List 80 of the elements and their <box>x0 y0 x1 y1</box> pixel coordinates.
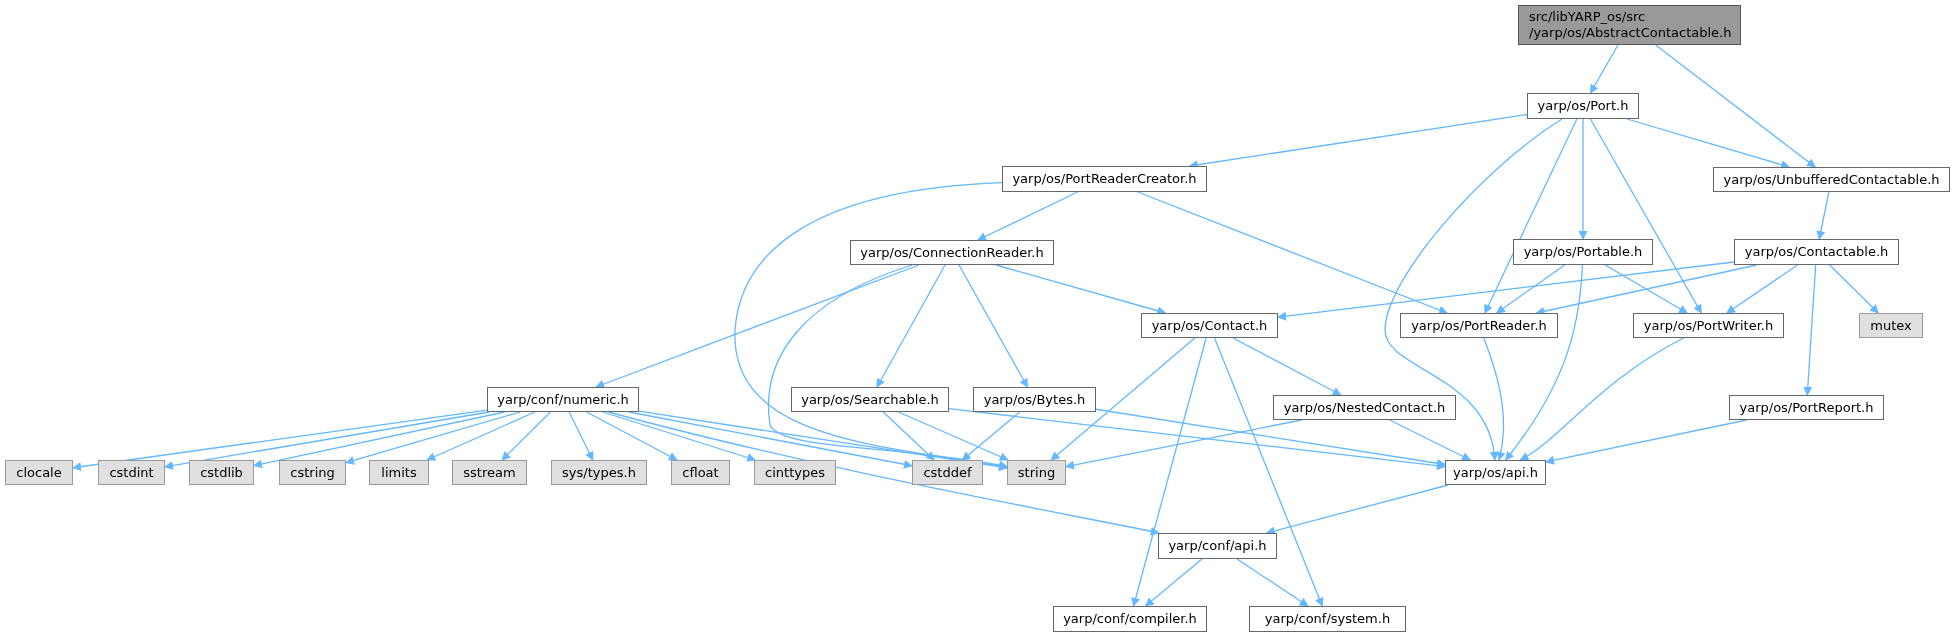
arrow <box>426 411 536 461</box>
arrow <box>1578 118 1588 240</box>
arrow <box>1232 337 1342 396</box>
arrow <box>767 264 1008 470</box>
arrow <box>1803 264 1817 396</box>
arrow <box>602 411 757 462</box>
arrow <box>948 408 1446 471</box>
arrow <box>164 411 490 470</box>
arrow <box>72 409 488 472</box>
system-header-box: string <box>1007 460 1066 485</box>
arrow <box>1589 44 1619 94</box>
header-file-box: yarp/conf/api.h <box>1158 533 1277 559</box>
system-header-box: cfloat <box>671 460 730 485</box>
arrow <box>1389 419 1472 461</box>
header-file-box: yarp/os/ConnectionReader.h <box>850 240 1054 265</box>
arrow <box>1484 118 1578 314</box>
system-header-box: clocale <box>5 460 73 485</box>
header-file-box: yarp/os/PortWriter.h <box>1633 313 1784 338</box>
arrow <box>628 411 913 469</box>
arrow <box>1519 337 1685 461</box>
arrow <box>1277 261 1735 321</box>
arrow <box>1065 419 1303 470</box>
arrow <box>1050 337 1196 461</box>
arrow <box>1545 419 1748 465</box>
system-header-box: mutex <box>1859 313 1923 338</box>
arrow <box>958 264 1029 388</box>
arrow <box>501 411 552 461</box>
arrow <box>977 191 1079 241</box>
arrow <box>1589 118 1702 314</box>
arrow <box>1626 118 1791 169</box>
header-file-box: yarp/os/api.h <box>1445 460 1546 485</box>
arrow <box>1829 264 1879 314</box>
arrow <box>876 264 946 388</box>
header-file-box: yarp/conf/compiler.h <box>1053 606 1207 632</box>
arrow <box>585 411 678 461</box>
system-header-box: cstring <box>279 460 346 485</box>
system-header-box: limits <box>369 460 429 485</box>
arrow <box>1655 44 1816 168</box>
header-file-box: yarp/os/PortReaderCreator.h <box>1002 166 1207 192</box>
header-file-box: yarp/os/Port.h <box>1527 93 1639 119</box>
header-file-box: yarp/conf/system.h <box>1249 606 1406 632</box>
header-file-box: yarp/os/Contact.h <box>1141 313 1278 338</box>
arrow <box>961 411 1021 461</box>
arrow <box>1726 264 1799 314</box>
system-header-box: cstdint <box>98 460 165 485</box>
arrow <box>1095 408 1446 468</box>
arrow <box>1504 264 1584 461</box>
arrow <box>1144 558 1203 607</box>
system-header-box: sys/types.h <box>551 460 647 485</box>
header-file-box: yarp/os/Portable.h <box>1513 239 1653 265</box>
arrow <box>1213 337 1324 607</box>
header-file-box: yarp/os/Contactable.h <box>1734 239 1899 265</box>
header-file-box: yarp/os/Bytes.h <box>973 387 1096 412</box>
system-header-box: cstddef <box>912 460 983 485</box>
arrow <box>1495 264 1566 314</box>
header-file-box: yarp/os/PortReader.h <box>1400 313 1558 338</box>
arrow <box>1137 191 1448 315</box>
header-file-box: yarp/os/Searchable.h <box>791 387 949 412</box>
system-header-box: cinttypes <box>754 460 836 485</box>
arrow <box>638 410 1008 472</box>
arrow <box>607 411 1160 536</box>
header-file-box: yarp/os/UnbufferedContactable.h <box>1713 167 1950 192</box>
arrow <box>1131 337 1207 607</box>
arrow <box>1483 337 1506 461</box>
root-file-box: src/libYARP_os/src /yarp/os/AbstractContactable.h <box>1518 5 1741 45</box>
arrow <box>1604 264 1688 314</box>
header-file-box: yarp/os/NestedContact.h <box>1273 395 1456 420</box>
arrow <box>595 264 920 389</box>
arrow <box>1236 558 1309 607</box>
arrow <box>345 411 521 465</box>
arrow <box>897 411 1009 461</box>
arrow <box>1816 191 1830 240</box>
system-header-box: cstdlib <box>189 460 254 485</box>
header-file-box: yarp/os/PortReport.h <box>1729 395 1884 420</box>
arrow <box>568 411 594 461</box>
arrow <box>882 411 935 461</box>
header-file-box: yarp/conf/numeric.h <box>487 387 639 412</box>
arrow <box>253 411 506 469</box>
arrow <box>1384 118 1563 461</box>
system-header-box: sstream <box>452 460 527 485</box>
